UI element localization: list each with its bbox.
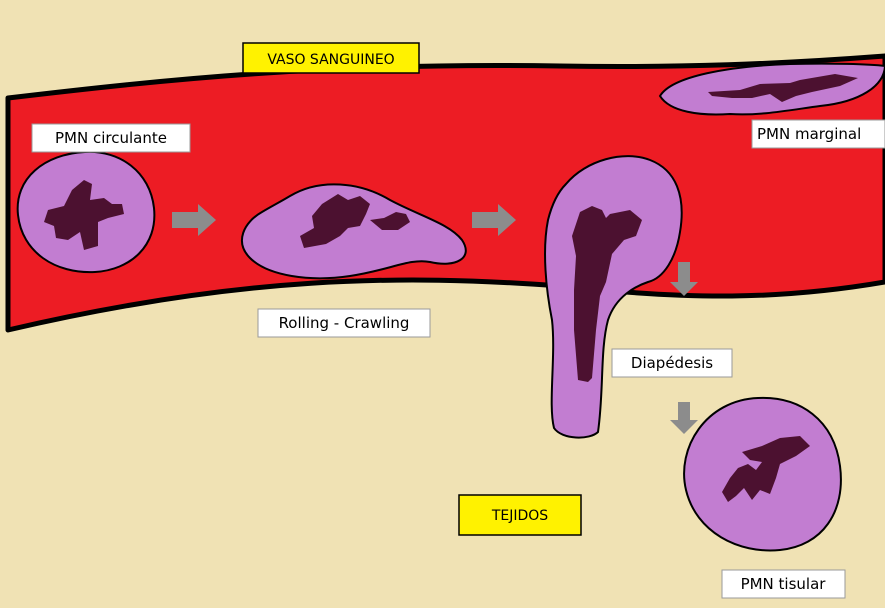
- tissue-pmn-label: PMN tisular: [722, 570, 845, 598]
- vessel-label-text: VASO SANGUINEO: [267, 52, 394, 68]
- marginal-pmn-label: PMN marginal: [752, 120, 885, 148]
- circulating-pmn-cell: [18, 152, 155, 272]
- diapedesis-label: Diapédesis: [612, 349, 732, 377]
- vessel-label: VASO SANGUINEO: [243, 43, 419, 73]
- tissue-pmn-label-text: PMN tisular: [741, 575, 827, 593]
- circulating-pmn-label: PMN circulante: [32, 124, 190, 152]
- rolling-label: Rolling - Crawling: [258, 309, 430, 337]
- circulating-pmn-label-text: PMN circulante: [55, 129, 167, 147]
- rolling-label-text: Rolling - Crawling: [279, 314, 410, 332]
- tissues-label-text: TEJIDOS: [491, 508, 548, 524]
- tissues-label: TEJIDOS: [459, 495, 581, 535]
- tissue-pmn-cell: [684, 398, 841, 551]
- diapedesis-label-text: Diapédesis: [631, 354, 713, 372]
- marginal-pmn-label-text: PMN marginal: [757, 125, 861, 143]
